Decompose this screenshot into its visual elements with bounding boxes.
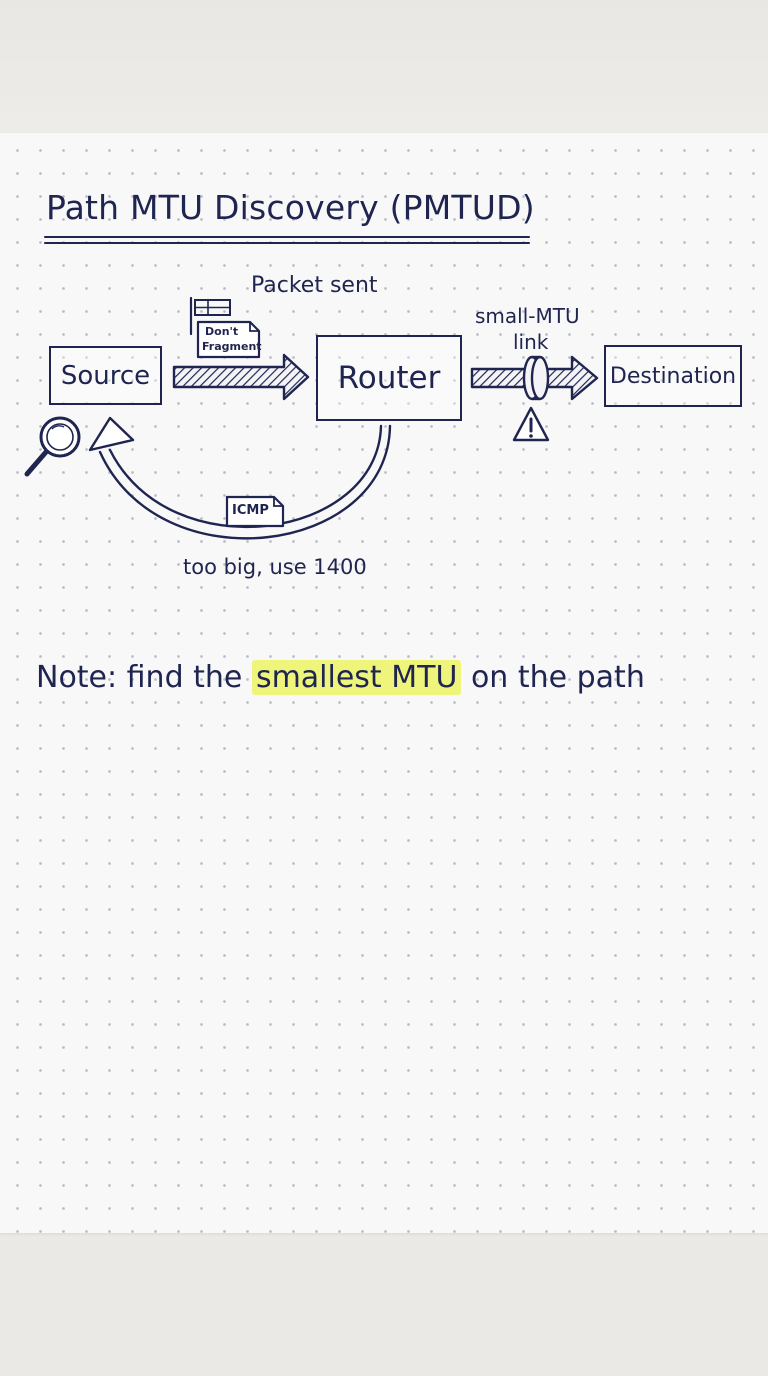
router-node: Router <box>316 335 462 421</box>
router-label: Router <box>337 360 441 396</box>
packet-sent-label: Packet sent <box>251 273 378 298</box>
title-underline-bottom <box>44 242 530 244</box>
magnifier-icon <box>24 416 81 477</box>
dont-fragment-line1: Don't <box>205 325 239 338</box>
note-suffix: on the path <box>470 660 645 695</box>
note-highlight: smallest MTU <box>251 660 462 695</box>
small-mtu-label-line2: link <box>513 330 549 354</box>
title-underline-top <box>44 236 530 238</box>
icmp-packet <box>225 495 285 528</box>
dont-fragment-line2: Fragment <box>202 340 262 353</box>
warning-icon <box>512 406 550 442</box>
destination-label: Destination <box>609 363 737 389</box>
note-prefix: Note: find the <box>36 660 243 695</box>
note-text: Note: find the smallest MTU on the path <box>36 660 645 695</box>
small-mtu-constriction <box>522 355 550 401</box>
dont-fragment-packet <box>196 320 261 359</box>
source-node: Source <box>49 346 162 405</box>
too-big-label: too big, use 1400 <box>183 555 367 579</box>
packet-arrow-source-router <box>172 353 310 401</box>
flag-icon <box>189 296 231 336</box>
source-label: Source <box>60 360 151 391</box>
icmp-label: ICMP <box>232 503 269 518</box>
page-title: Path MTU Discovery (PMTUD) <box>46 188 535 227</box>
small-mtu-label-line1: small-MTU <box>475 304 580 328</box>
destination-node: Destination <box>604 345 742 407</box>
